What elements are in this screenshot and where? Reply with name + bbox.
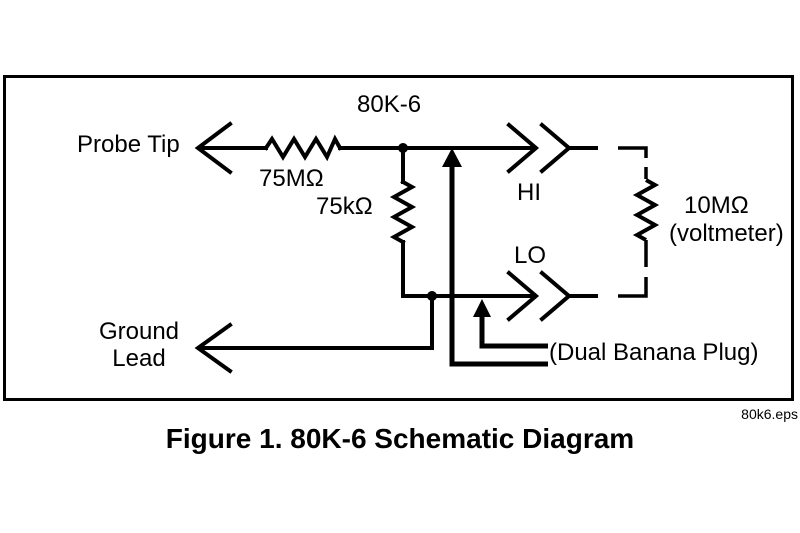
source-filename-label: 80k6.eps <box>741 406 798 422</box>
lo-connector-chevron-2 <box>539 270 573 322</box>
hi-connector-chevron-1 <box>506 122 540 174</box>
resistor-75m-zigzag <box>263 134 343 162</box>
voltmeter-dash-bottom-corner <box>618 277 648 298</box>
schematic-title: 80K-6 <box>357 91 422 118</box>
voltmeter-dash-top-corner <box>618 146 648 158</box>
ground-lead-label-line1: Ground <box>98 318 180 345</box>
voltmeter-resistor-zigzag <box>632 178 660 242</box>
resistor-75m-label: 75MΩ <box>259 165 324 192</box>
ground-arrow <box>194 322 233 374</box>
ground-lead-label-line2: Lead <box>112 345 166 372</box>
hi-plug-arrow-lead <box>449 165 548 367</box>
lo-terminal-label: LO <box>514 242 547 269</box>
lo-plug-arrowhead <box>473 299 491 317</box>
resistor-75k-zigzag <box>389 179 417 245</box>
junction-dot-lo <box>427 291 437 301</box>
lo-plug-arrow-lead <box>479 315 548 349</box>
hi-plug-arrowhead <box>442 148 462 167</box>
resistor-75k-label: 75kΩ <box>316 193 373 220</box>
junction-dot-hi <box>398 143 408 153</box>
resistor-75k-bottom-lead <box>401 240 434 298</box>
lo-connector-chevron-1 <box>506 270 540 322</box>
hi-terminal-label: HI <box>517 179 541 206</box>
dual-banana-plug-label: (Dual Banana Plug) <box>549 339 759 366</box>
probe-tip-label: Probe Tip <box>77 131 180 158</box>
figure-caption: Figure 1. 80K-6 Schematic Diagram <box>165 423 635 454</box>
schematic-border-box <box>3 75 794 401</box>
probe-tip-arrow <box>194 121 233 175</box>
voltmeter-label: (voltmeter) <box>669 220 784 247</box>
voltmeter-resistance-label: 10MΩ <box>684 192 749 219</box>
ground-lead-label: Ground Lead <box>94 318 184 372</box>
ground-wire <box>201 294 434 350</box>
hi-connector-chevron-2 <box>539 122 573 174</box>
